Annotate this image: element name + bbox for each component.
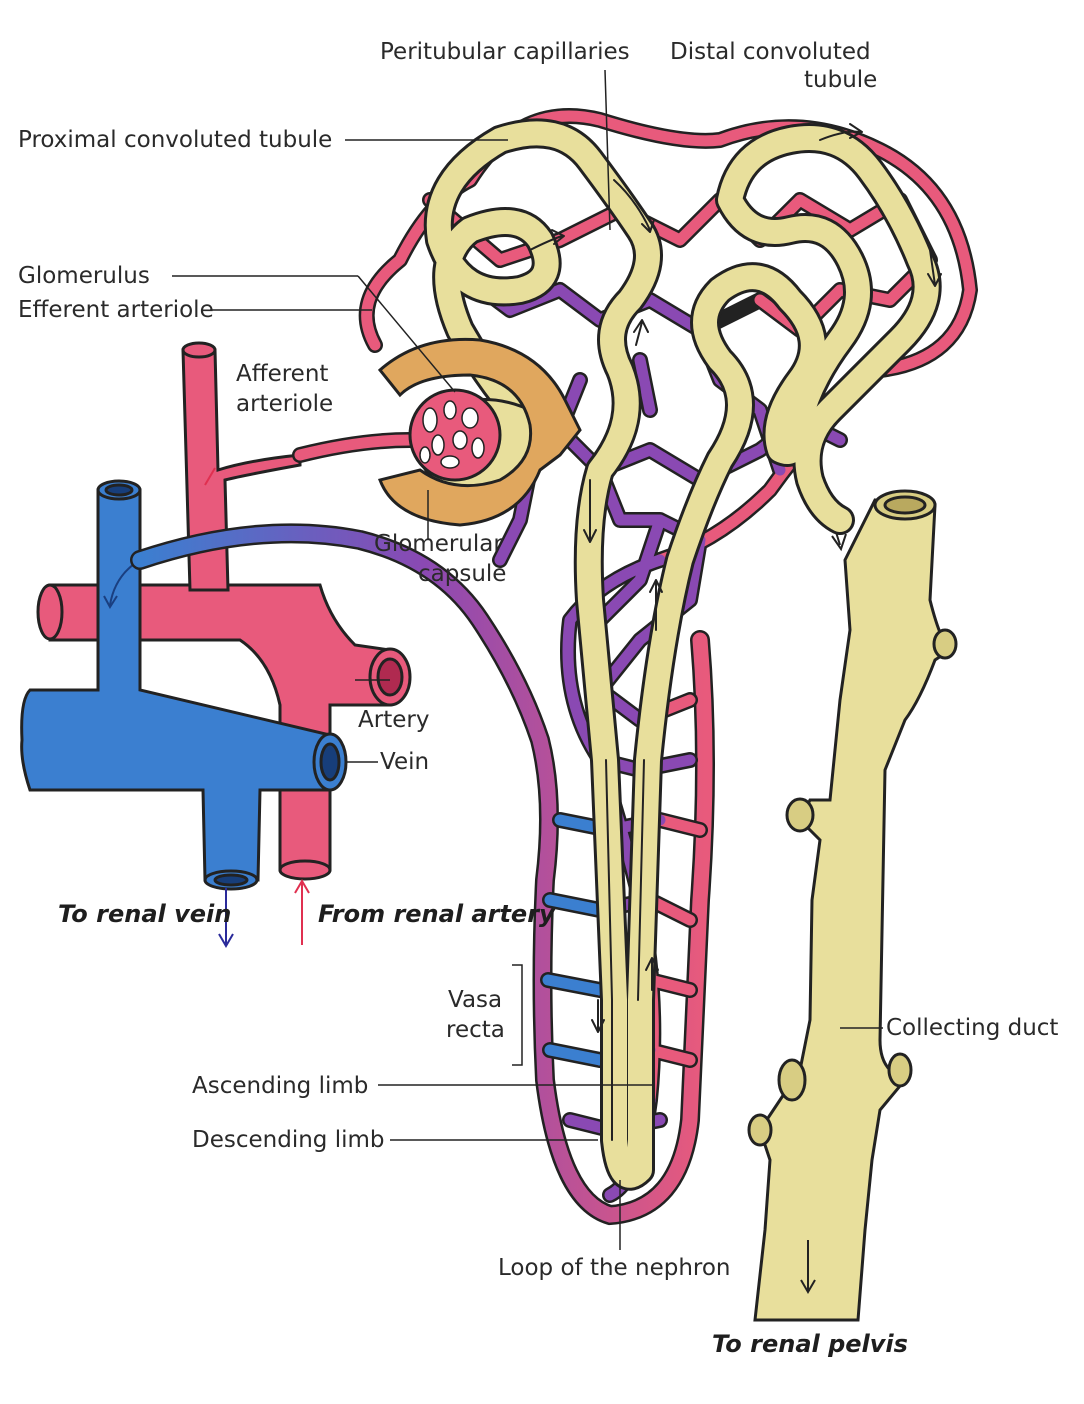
- label-artery: Artery: [358, 707, 430, 733]
- label-glomerular-capsule-line2: capsule: [418, 561, 507, 587]
- label-vasa-recta-line2: recta: [446, 1017, 505, 1043]
- collecting-duct-shape: [747, 489, 958, 1322]
- label-ascending-limb: Ascending limb: [192, 1073, 369, 1099]
- label-distal-convoluted-tubule-line2: tubule: [804, 67, 878, 93]
- vein-to-vasa-recta: [130, 523, 715, 1226]
- renal-tubule: [423, 118, 942, 1191]
- label-to-renal-vein: To renal vein: [58, 900, 232, 928]
- label-distal-convoluted-tubule-line1: Distal convoluted: [670, 39, 871, 65]
- renal-vein-branch: [20, 479, 348, 891]
- label-glomerulus: Glomerulus: [18, 263, 150, 289]
- label-from-renal-artery: From renal artery: [318, 900, 555, 928]
- label-vein: Vein: [380, 749, 430, 775]
- glomerulus-shape: [408, 388, 502, 482]
- label-afferent-arteriole-line1: Afferent: [236, 361, 329, 387]
- label-collecting-duct: Collecting duct: [886, 1015, 1059, 1041]
- label-glomerular-capsule-line1: Glomerular: [374, 531, 503, 557]
- flow-arrows: [103, 467, 310, 948]
- label-proximal-convoluted-tubule: Proximal convoluted tubule: [18, 127, 333, 153]
- leader-lines: [172, 69, 883, 1250]
- label-afferent-arteriole-line2: arteriole: [236, 391, 334, 417]
- label-vasa-recta-line1: Vasa: [448, 987, 503, 1013]
- renal-artery-branch: [36, 341, 412, 881]
- label-descending-limb: Descending limb: [192, 1127, 385, 1153]
- label-to-renal-pelvis: To renal pelvis: [712, 1330, 908, 1358]
- label-efferent-arteriole: Efferent arteriole: [18, 297, 214, 323]
- label-loop-of-the-nephron: Loop of the nephron: [498, 1255, 731, 1281]
- label-peritubular-capillaries: Peritubular capillaries: [380, 39, 630, 65]
